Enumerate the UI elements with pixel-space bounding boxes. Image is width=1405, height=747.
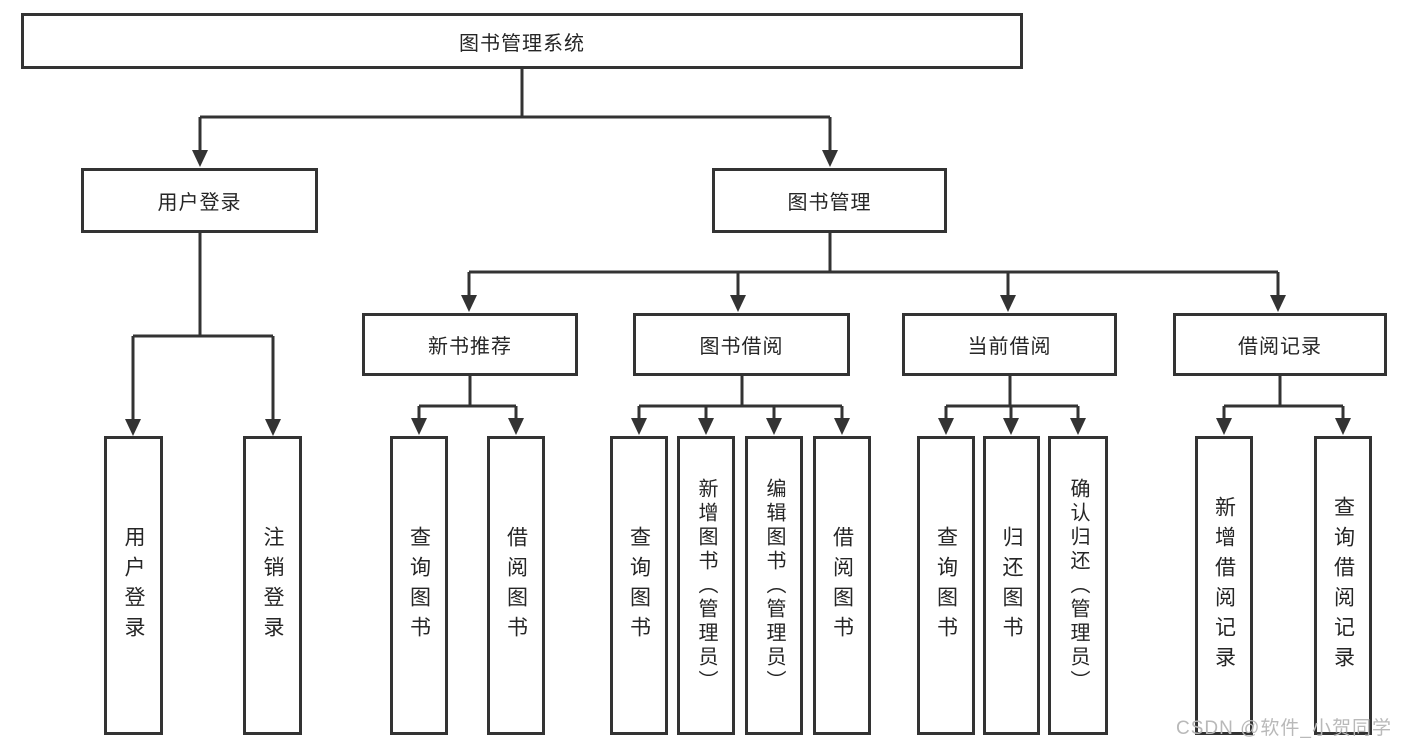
connector-paths [131, 68, 1345, 421]
node-book-borrow: 图书借阅 [633, 313, 850, 376]
node-label: 图书借阅 [699, 336, 784, 358]
leaf-label: 查询图书 [627, 525, 651, 646]
node-label: 当前借阅 [967, 336, 1052, 358]
leaf-return-book: 归还图书 [983, 436, 1040, 735]
leaf-query-book-recommend: 查询图书 [390, 436, 448, 735]
leaf-label: 新增图书（管理员） [695, 477, 717, 694]
leaf-edit-book-admin: 编辑图书（管理员） [745, 436, 803, 735]
leaf-label: 查询图书 [407, 525, 431, 646]
leaf-borrow-book: 借阅图书 [813, 436, 871, 735]
leaf-label: 借阅图书 [830, 525, 854, 646]
node-label: 用户登录 [157, 192, 242, 214]
leaf-confirm-return-admin: 确认归还（管理员） [1048, 436, 1108, 735]
node-label: 新书推荐 [428, 336, 512, 358]
node-label: 借阅记录 [1238, 336, 1322, 358]
leaf-query-borrow-record: 查询借阅记录 [1314, 436, 1372, 735]
node-new-book-recommend: 新书推荐 [362, 313, 578, 376]
node-borrow-records: 借阅记录 [1173, 313, 1387, 376]
node-current-borrow: 当前借阅 [902, 313, 1117, 376]
leaf-user-login: 用户登录 [104, 436, 163, 735]
leaf-label: 查询图书 [934, 525, 958, 646]
leaf-label: 注销登录 [261, 525, 284, 646]
leaf-label: 查询借阅记录 [1331, 495, 1355, 676]
node-label: 图书管理系统 [459, 32, 585, 55]
leaf-label: 确认归还（管理员） [1067, 477, 1089, 694]
leaf-label: 用户登录 [122, 525, 145, 646]
node-label: 图书管理 [787, 192, 872, 214]
node-system-root: 图书管理系统 [21, 13, 1023, 69]
leaf-add-borrow-record: 新增借阅记录 [1195, 436, 1253, 735]
leaf-add-book-admin: 新增图书（管理员） [677, 436, 735, 735]
leaf-label: 编辑图书（管理员） [763, 477, 785, 694]
node-book-management: 图书管理 [712, 168, 947, 233]
node-user-login: 用户登录 [81, 168, 318, 233]
leaf-query-book-current: 查询图书 [917, 436, 975, 735]
arrowheads [125, 150, 1351, 436]
leaf-label: 归还图书 [1000, 525, 1023, 646]
leaf-query-book-borrow: 查询图书 [610, 436, 668, 735]
leaf-borrow-book-recommend: 借阅图书 [487, 436, 545, 735]
leaf-label: 借阅图书 [504, 525, 528, 646]
leaf-logout: 注销登录 [243, 436, 302, 735]
leaf-label: 新增借阅记录 [1212, 495, 1236, 676]
